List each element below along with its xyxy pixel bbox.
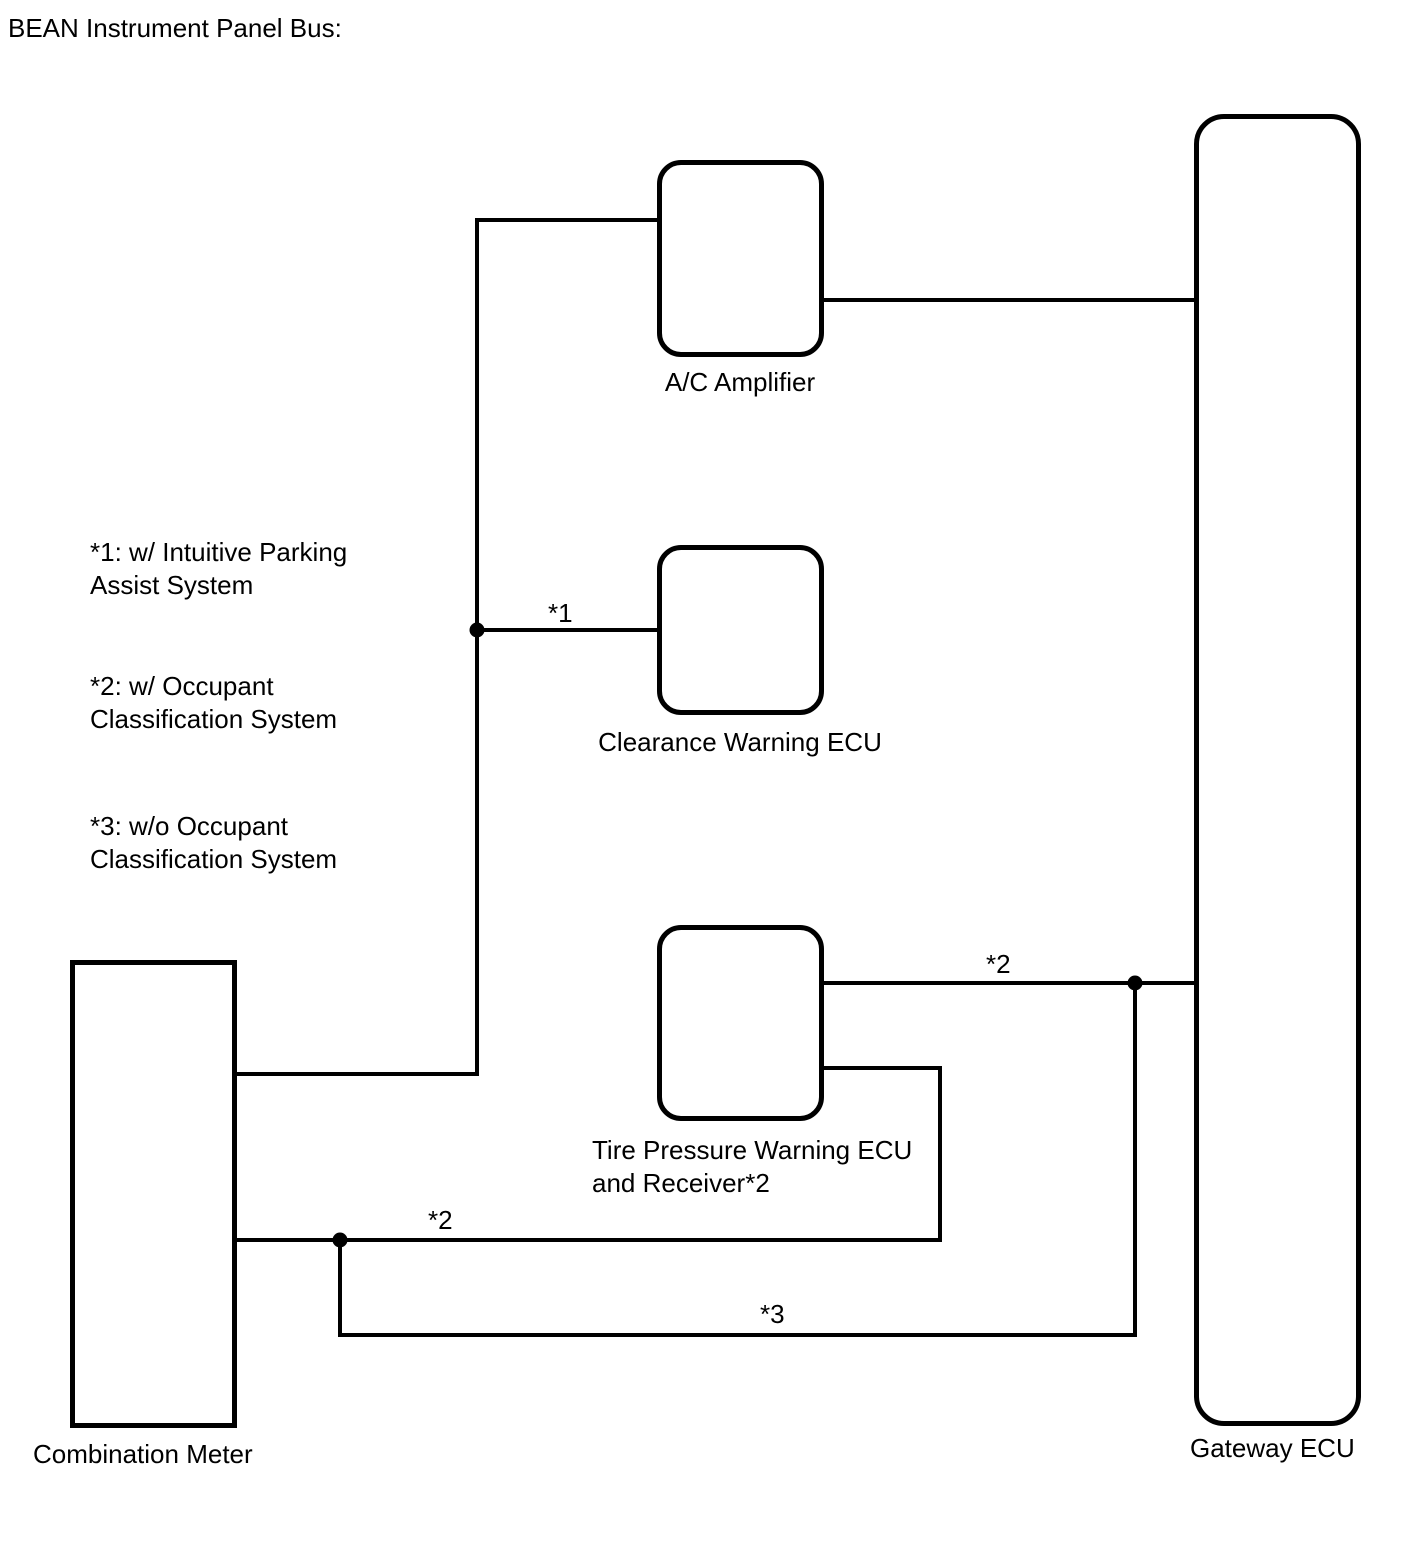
wire-bus-to-clearance xyxy=(475,628,661,632)
diagram-title: BEAN Instrument Panel Bus: xyxy=(8,13,342,43)
junction-dot-gateway-branch xyxy=(1127,975,1143,991)
label-clearance-warning-ecu: Clearance Warning ECU xyxy=(598,727,882,757)
wire-star3-down xyxy=(338,1238,342,1337)
note-star1: *1: w/ Intuitive Parking Assist System xyxy=(90,537,348,601)
wire-label-star2-meter: *2 xyxy=(428,1205,453,1235)
label-tire-pressure-ecu: Tire Pressure Warning ECU and Receiver*2 xyxy=(592,1135,913,1199)
wire-star3-horizontal xyxy=(338,1333,1137,1337)
wire-meter-to-tire xyxy=(235,1238,942,1242)
node-tire-pressure-ecu-box xyxy=(657,925,824,1121)
wire-label-star2-gateway: *2 xyxy=(986,949,1011,979)
wire-label-star3: *3 xyxy=(760,1299,785,1329)
wire-bus-to-ac xyxy=(475,218,661,222)
wire-tire-to-gateway xyxy=(820,981,1196,985)
wire-star3-up xyxy=(1133,981,1137,1337)
junction-dot-meter-branch xyxy=(332,1232,348,1248)
wire-ac-to-gateway xyxy=(820,298,1196,302)
label-combination-meter: Combination Meter xyxy=(33,1439,253,1469)
note-star2: *2: w/ Occupant Classification System xyxy=(90,671,338,735)
wire-tire-stub-horizontal xyxy=(820,1066,942,1070)
node-combination-meter-box xyxy=(70,960,237,1428)
wire-bus-vertical xyxy=(475,218,479,1076)
note-star3: *3: w/o Occupant Classification System xyxy=(90,811,338,875)
node-ac-amplifier-box xyxy=(657,160,824,357)
label-gateway-ecu: Gateway ECU xyxy=(1190,1433,1355,1463)
wire-meter-to-bus xyxy=(235,1072,479,1076)
wire-label-star1: *1 xyxy=(548,598,573,628)
node-clearance-warning-ecu-box xyxy=(657,545,824,715)
label-ac-amplifier: A/C Amplifier xyxy=(664,367,816,397)
wire-tire-stub-vertical xyxy=(938,1066,942,1242)
junction-dot-bus-clearance xyxy=(469,622,485,638)
node-gateway-ecu-box xyxy=(1194,114,1361,1426)
